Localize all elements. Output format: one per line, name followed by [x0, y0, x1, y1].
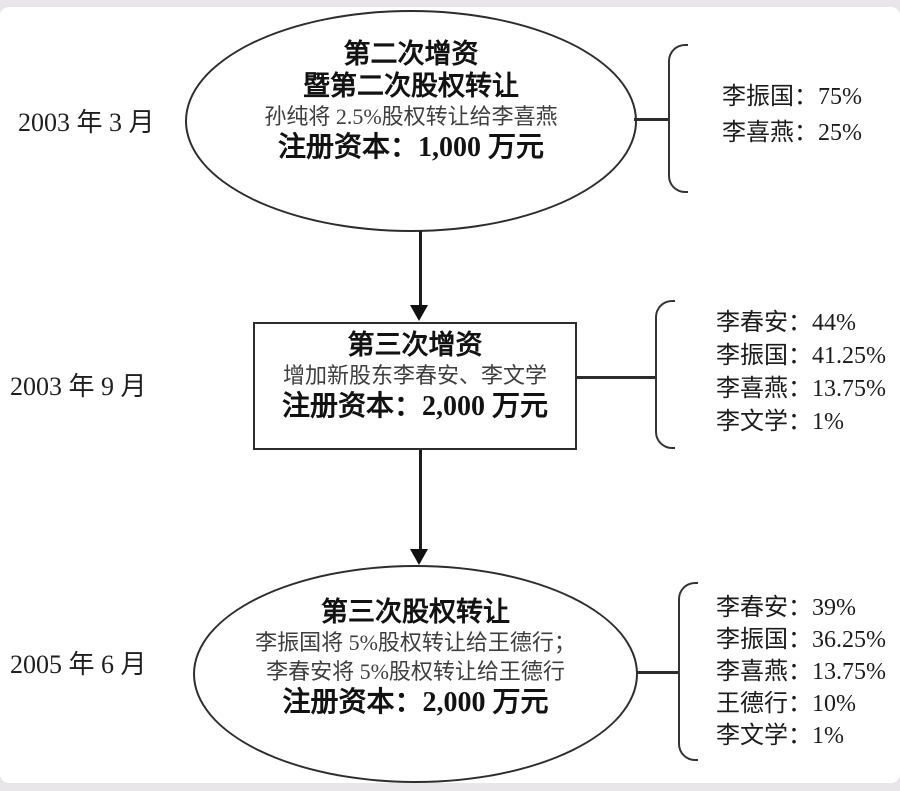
arrow1-down-icon [410, 305, 428, 321]
stage2-connector-line [577, 376, 655, 379]
stage3-title-line1: 第三次股权转让 [321, 597, 510, 627]
shareholder-item: 李振国：41.25% [716, 343, 886, 369]
stage1-date-label: 2003 年 3 月 [18, 108, 155, 137]
stage2-rectangle: 第三次增资 增加新股东李春安、李文学 注册资本：2,000 万元 [253, 322, 577, 450]
shareholder-item: 李振国：36.25% [716, 627, 886, 653]
stage2-desc-line: 增加新股东李春安、李文学 [282, 363, 547, 388]
stage1-desc-line: 孙纯将 2.5%股权转让给李喜燕 [264, 104, 558, 129]
arrow2-down-icon [410, 549, 428, 565]
stage1-bracket [668, 44, 688, 193]
stage1-connector-line [634, 118, 668, 121]
shareholder-item: 李振国：75% [722, 84, 862, 110]
shareholder-item: 李喜燕：13.75% [716, 376, 886, 402]
stage1-shareholder-list: 李振国：75% 李喜燕：25% [722, 79, 862, 151]
stage3-ellipse: 第三次股权转让 李振国将 5%股权转让给王德行； 李春安将 5%股权转让给王德行… [193, 565, 638, 783]
stage3-desc-line1: 李振国将 5%股权转让给王德行； [255, 630, 576, 655]
arrow1-line [419, 231, 422, 306]
shareholder-item: 李喜燕：13.75% [716, 659, 886, 685]
stage3-desc-line2: 李春安将 5%股权转让给王德行 [266, 659, 565, 684]
stage2-capital-line: 注册资本：2,000 万元 [281, 391, 548, 422]
stage3-shareholder-list: 李春安：39% 李振国：36.25% 李喜燕：13.75% 王德行：10% 李文… [716, 592, 886, 752]
stage2-shareholder-list: 李春安：44% 李振国：41.25% 李喜燕：13.75% 李文学：1% [716, 307, 886, 439]
stage3-date-label: 2005 年 6 月 [10, 650, 147, 679]
shareholder-item: 李文学：1% [716, 723, 844, 749]
stage1-ellipse: 第二次增资 暨第二次股权转让 孙纯将 2.5%股权转让给李喜燕 注册资本：1,0… [185, 10, 637, 232]
arrow2-line [419, 450, 422, 550]
stage2-title-line1: 第三次增资 [347, 330, 483, 360]
stage2-bracket [655, 300, 675, 449]
shareholder-item: 王德行：10% [716, 691, 856, 717]
shareholder-item: 李文学：1% [716, 409, 844, 435]
stage3-connector-line [636, 671, 678, 674]
stage2-date-label: 2003 年 9 月 [10, 372, 147, 401]
stage1-title-line2: 暨第二次股权转让 [303, 71, 519, 101]
shareholder-item: 李春安：44% [716, 310, 856, 336]
stage3-bracket [678, 582, 698, 761]
shareholder-item: 李喜燕：25% [722, 120, 862, 146]
stage3-capital-line: 注册资本：2,000 万元 [282, 687, 549, 718]
shareholder-item: 李春安：39% [716, 595, 856, 621]
stage1-title-line1: 第二次增资 [343, 39, 479, 69]
stage1-capital-line: 注册资本：1,000 万元 [277, 132, 544, 163]
